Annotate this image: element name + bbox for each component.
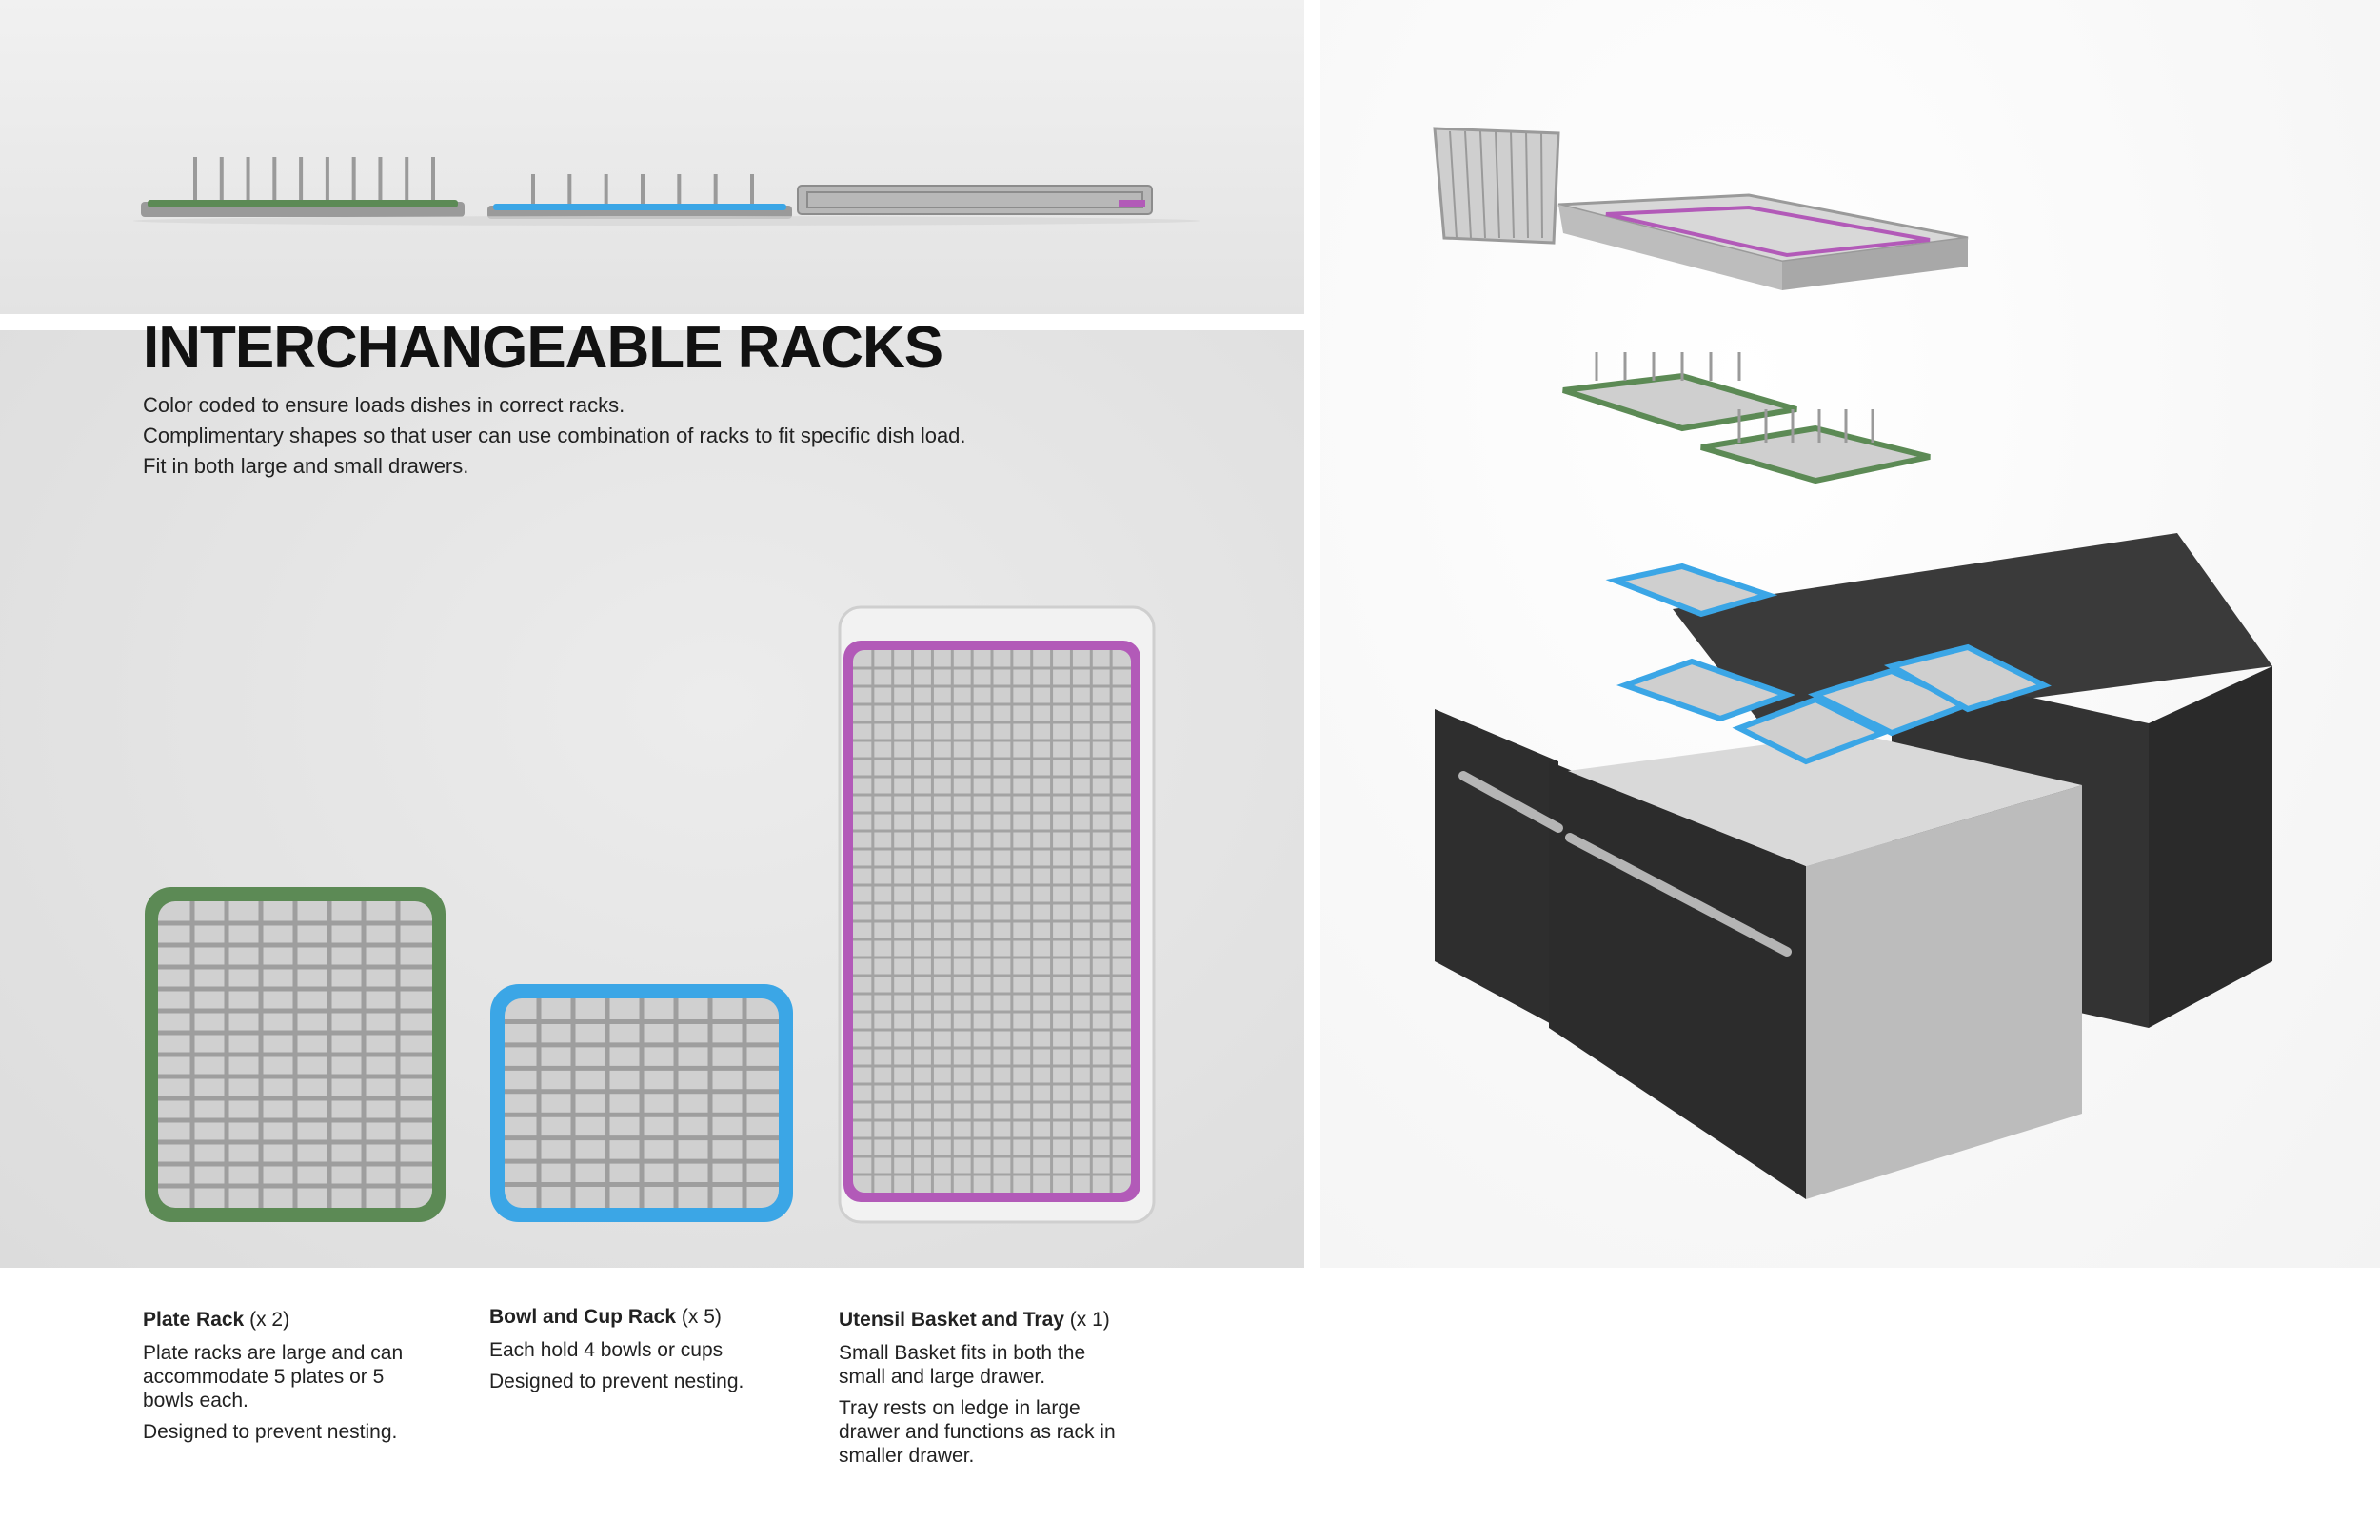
plate-rack-caption: Plate Rack (x 2) Plate racks are large a… (143, 1308, 428, 1451)
dishwasher-body (1435, 533, 2272, 1199)
intro-line: Complimentary shapes so that user can us… (143, 424, 966, 447)
caption-name: Utensil Basket and Tray (839, 1309, 1064, 1331)
side-view-racks-illustration (133, 157, 1200, 226)
utensil-basket-illustration (1433, 127, 1560, 245)
intro-line: Fit in both large and small drawers. (143, 454, 469, 478)
plate-rack-illustration (145, 887, 446, 1222)
utensil-basket-caption: Utensil Basket and Tray (x 1) Small Bask… (839, 1308, 1124, 1475)
caption-name: Bowl and Cup Rack (489, 1306, 677, 1328)
utensil-tray-3d (1557, 193, 1969, 290)
bowl-cup-rack-caption: Bowl and Cup Rack (x 5) Each hold 4 bowl… (489, 1305, 775, 1401)
top-view-racks-illustration (145, 605, 1156, 1224)
caption-line: Each hold 4 bowls or cups (489, 1339, 724, 1361)
caption-line: Plate racks are large and can accommodat… (143, 1342, 404, 1412)
caption-count: (x 1) (1069, 1309, 1110, 1331)
caption-name: Plate Rack (143, 1309, 245, 1331)
caption-count: (x 2) (249, 1309, 290, 1331)
bowl-cup-racks-3d (1605, 563, 2052, 765)
intro-text: Color coded to ensure loads dishes in co… (143, 394, 966, 485)
caption-line: Designed to prevent nesting. (489, 1371, 744, 1392)
side-view-panel (0, 0, 1304, 314)
page-title: INTERCHANGEABLE RACKS (143, 315, 943, 381)
caption-line: Small Basket fits in both the small and … (839, 1342, 1086, 1388)
plate-racks-3d (1562, 352, 1931, 484)
caption-count: (x 5) (681, 1306, 722, 1328)
exploded-view-panel (1320, 0, 2380, 1268)
caption-line: Tray rests on ledge in large drawer and … (839, 1397, 1116, 1467)
bowl-cup-rack-illustration (490, 984, 793, 1222)
intro-line: Color coded to ensure loads dishes in co… (143, 393, 625, 417)
top-view-panel (0, 330, 1304, 1268)
dishwasher-drawer-illustration (1433, 127, 2272, 1199)
utensil-tray-illustration (838, 605, 1156, 1224)
caption-line: Designed to prevent nesting. (143, 1421, 398, 1443)
